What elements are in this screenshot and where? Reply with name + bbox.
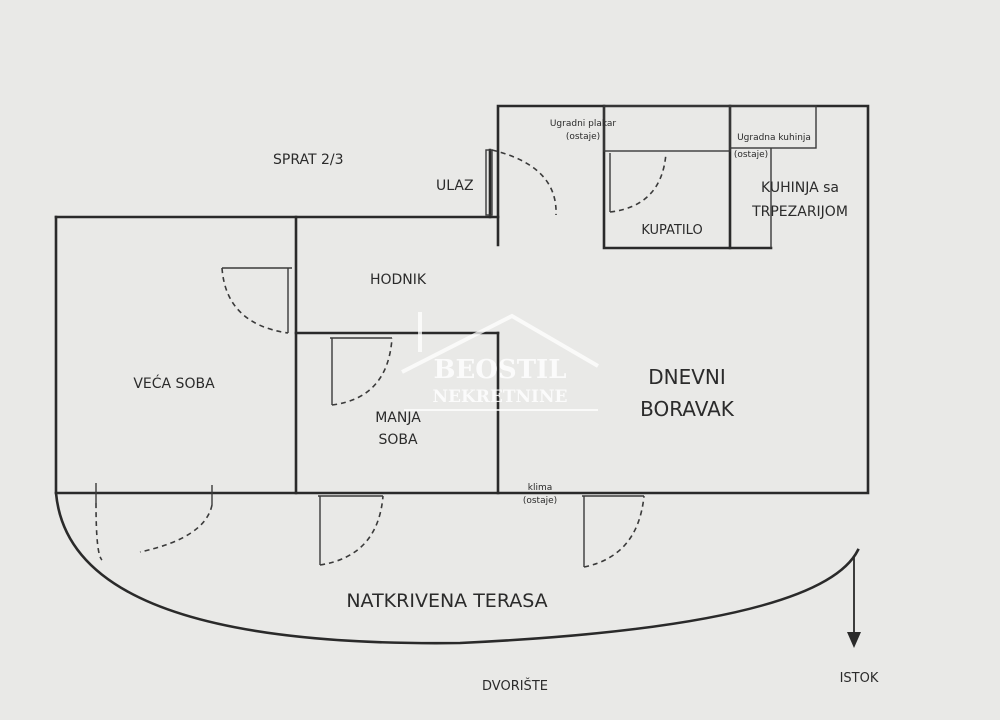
built-in-wardrobe [603, 105, 731, 152]
ac-label: klima [528, 483, 553, 493]
entrance-label: ULAZ [436, 178, 474, 194]
kitchen-unit-label: Ugradna kuhinja [737, 133, 811, 143]
ac-note: (ostaje) [523, 496, 557, 506]
terrace-label: NATKRIVENA TERASA [346, 590, 547, 612]
bathroom-label: KUPATILO [641, 223, 702, 238]
kitchen-label-line1: KUHINJA sa [761, 180, 839, 196]
built-in-kitchen [729, 105, 817, 149]
wardrobe-label: Ugradni plakar [550, 119, 617, 129]
watermark-line1: BEOSTIL [433, 355, 566, 385]
yard-label: DVORIŠTE [482, 678, 548, 694]
watermark: BEOSTIL NEKRETNINE [401, 312, 600, 411]
hallway-label: HODNIK [370, 272, 427, 288]
floor-label: SPRAT 2/3 [273, 152, 344, 168]
watermark-line2: NEKRETNINE [433, 387, 568, 407]
kitchen-unit-note: (ostaje) [734, 150, 768, 160]
interior-walls [294, 104, 773, 495]
living-room-label-line2: BORAVAK [640, 397, 735, 421]
living-room-label-line1: DNEVNI [648, 365, 726, 389]
big-room-label: VEĆA SOBA [133, 374, 215, 392]
small-room-label-line2: SOBA [378, 432, 418, 448]
entrance-door [485, 149, 493, 216]
east-arrow-icon [847, 557, 861, 648]
outer-walls [54, 104, 870, 495]
doors [95, 149, 667, 568]
kitchen-label-line2: TRPEZARIJOM [751, 204, 848, 220]
labels: SPRAT 2/3 ULAZ Ugradni plakar (ostaje) K… [133, 119, 879, 694]
terrace-outline [54, 491, 860, 645]
small-room-label-line1: MANJA [375, 410, 421, 426]
wardrobe-note: (ostaje) [566, 132, 600, 142]
built-ins [603, 105, 817, 152]
compass-label: ISTOK [840, 671, 879, 686]
